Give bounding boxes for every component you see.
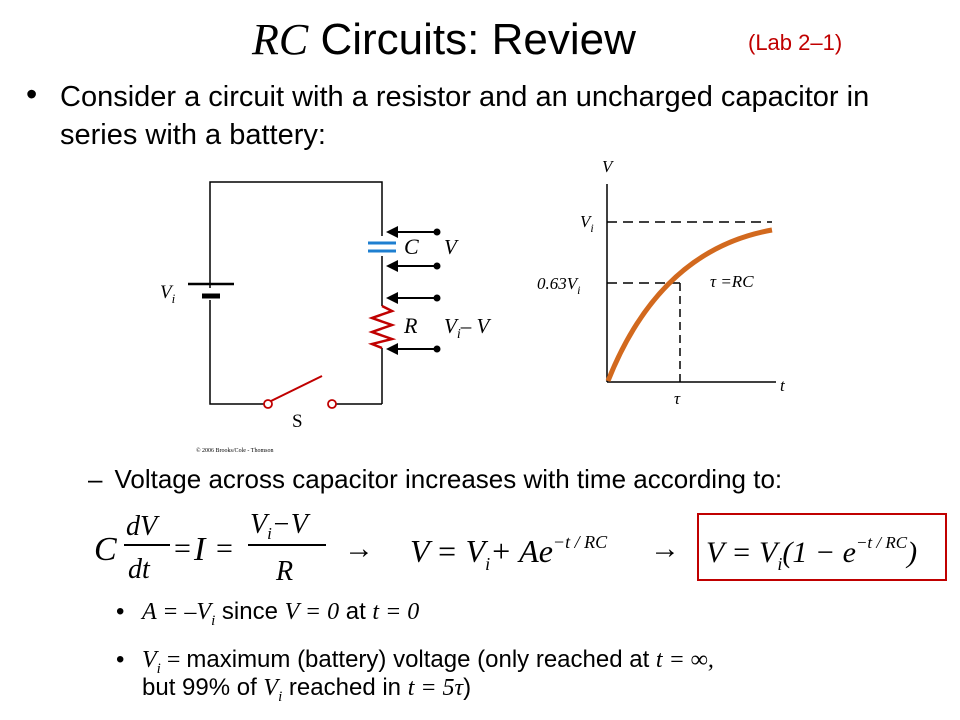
resistor-symbol	[367, 304, 397, 350]
battery-symbol	[188, 282, 234, 299]
charging-curve	[605, 227, 773, 382]
svg-text:Vi−V: Vi−V	[250, 509, 311, 543]
sub-bullet-2-continued: but 99% of Vi reached in t = 5τ)	[142, 674, 472, 705]
vi-tick-label: Vi	[580, 212, 594, 235]
svg-text:C: C	[94, 531, 117, 568]
lab-reference: (Lab 2–1)	[748, 30, 843, 55]
circuit-wires	[209, 181, 383, 405]
svg-text:= Vi+ Ae−t / RC: = Vi+ Ae−t / RC	[436, 532, 608, 574]
sub-heading: –Voltage across capacitor increases with…	[88, 464, 783, 494]
switch-symbol	[263, 375, 337, 409]
copyright-note: © 2006 Brooks/Cole - Thomson	[196, 447, 273, 454]
arrow-1: →	[344, 532, 374, 565]
svg-text:dt: dt	[128, 554, 151, 585]
tau-tick-label: τ	[674, 389, 681, 408]
svg-text:R: R	[275, 556, 293, 587]
equation-1: C dV dt = I = Vi−V R	[94, 509, 326, 587]
equation-2: V = Vi+ Ae−t / RC	[410, 532, 608, 574]
capacitor-label: C	[404, 234, 419, 259]
svg-text:=: =	[216, 532, 233, 565]
capacitor-voltage-label: V	[444, 235, 459, 259]
svg-text:dV: dV	[126, 511, 160, 542]
result-highlight-box	[697, 513, 947, 581]
bullet-intro: Consider a circuit with a resistor and a…	[60, 81, 870, 151]
x-axis-label: t	[780, 376, 786, 395]
tau-annotation: τ =RC	[710, 272, 754, 291]
sub-bullet-1: •A = –Vi since V = 0 at t = 0	[116, 598, 420, 629]
y-axis-label: V	[602, 157, 615, 176]
resistor-voltage-label: Vi– V	[444, 314, 491, 342]
svg-text:I: I	[193, 531, 207, 568]
equation-3: V = Vi(1 − e−t / RC)	[706, 533, 917, 574]
switch-label: S	[292, 411, 303, 432]
v63-tick-label: 0.63Vi	[537, 274, 580, 297]
slide-title: RC Circuits: Review	[252, 15, 636, 64]
bullet-marker: •	[26, 76, 38, 112]
sub-bullet-2: •Vi = maximum (battery) voltage (only re…	[116, 646, 714, 677]
arrow-heads	[386, 226, 441, 355]
svg-text:=: =	[174, 532, 191, 565]
resistor-label: R	[403, 313, 418, 338]
svg-text:V: V	[410, 533, 433, 569]
capacitor-symbol	[368, 241, 396, 253]
battery-label: Vi	[160, 282, 176, 306]
arrow-2: →	[650, 532, 680, 565]
